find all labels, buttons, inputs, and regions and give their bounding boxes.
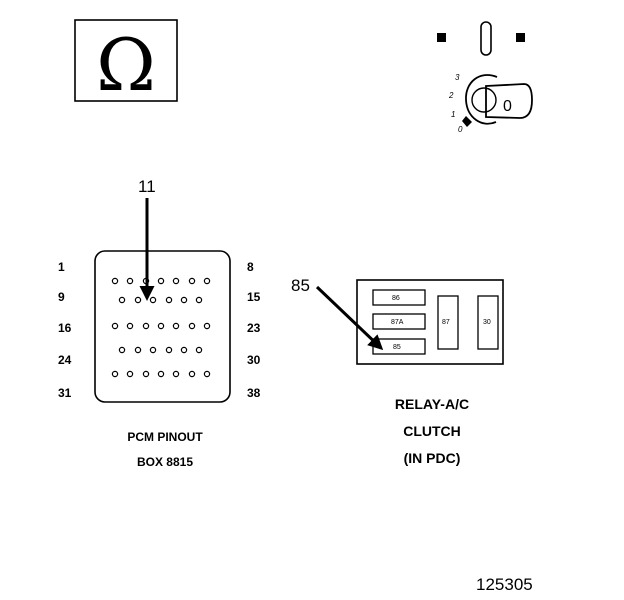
relay-terminal-85-label: 85 [393, 344, 401, 351]
pcm-connector: 11 1 9 16 24 31 8 15 23 30 38 PCM PINOUT… [58, 177, 261, 469]
pcm-pin-r2-c3 [149, 296, 157, 304]
key-position-0: 0 [458, 125, 463, 134]
pcm-pin-r5-c6 [188, 370, 196, 378]
pcm-row-label-right-2: 15 [247, 290, 261, 304]
relay-caption-line1: RELAY-A/C [395, 396, 469, 412]
pcm-row-label-right-1: 8 [247, 260, 254, 274]
ohm-icon: Ω [96, 23, 156, 107]
pcm-pin-r4-c4 [165, 346, 173, 354]
pcm-pin-callout: 11 [138, 177, 156, 196]
pcm-pin-r5-c7 [203, 370, 211, 378]
pcm-pin-r3-c5 [172, 322, 180, 330]
pcm-pin-r1-c4 [157, 277, 165, 285]
key-position-2: 2 [448, 91, 454, 100]
relay-terminal-86-label: 86 [392, 295, 400, 302]
pcm-pin-r4-c6 [195, 346, 203, 354]
pcm-row-label-right-4: 30 [247, 353, 261, 367]
key-head-icon [485, 83, 533, 119]
pcm-pin-r3-c2 [126, 322, 134, 330]
pcm-row-label-left-2: 9 [58, 290, 65, 304]
pcm-pin-r5-c1 [111, 370, 119, 378]
relay-terminal-87-label: 87 [442, 319, 450, 326]
pcm-pin-r4-c3 [149, 346, 157, 354]
pcm-pin-grid [111, 277, 211, 378]
relay-pin-callout: 85 [291, 276, 310, 295]
pcm-row-label-right-5: 38 [247, 386, 261, 400]
relay-terminal-87a-label: 87A [391, 319, 404, 326]
pcm-pin-r1-c5 [172, 277, 180, 285]
relay-terminal-30-label: 30 [483, 319, 491, 326]
pcm-pin-r3-c4 [157, 322, 165, 330]
pcm-pin-r2-c5 [180, 296, 188, 304]
key-label: 0 [503, 98, 512, 115]
relay-terminal-30 [477, 295, 499, 350]
pcm-row-label-left-4: 24 [58, 353, 72, 367]
pcm-pin-r3-c3 [142, 322, 150, 330]
pcm-pin-r3-c1 [111, 322, 119, 330]
pcm-pin-r4-c5 [180, 346, 188, 354]
relay-terminal-86 [372, 289, 426, 306]
pcm-pin-r5-c4 [157, 370, 165, 378]
pcm-caption-line1: PCM PINOUT [127, 430, 203, 444]
pcm-pin-r4-c2 [134, 346, 142, 354]
ignition-key-symbol: 0 3 2 1 0 [437, 21, 533, 134]
pcm-pin-r5-c3 [142, 370, 150, 378]
relay-terminal-87a [372, 313, 426, 330]
pcm-row-label-right-3: 23 [247, 321, 261, 335]
relay-caption-line3: (IN PDC) [404, 450, 461, 466]
key-ring-icon [465, 74, 498, 125]
pcm-row-label-left-3: 16 [58, 321, 72, 335]
pcm-pin-r3-c7 [203, 322, 211, 330]
pcm-pin-r1-c6 [188, 277, 196, 285]
pcm-row-label-left-5: 31 [58, 386, 72, 400]
pcm-pin-r1-c7 [203, 277, 211, 285]
pcm-pin-r1-c2 [126, 277, 134, 285]
relay-caption-line2: CLUTCH [403, 423, 461, 439]
pcm-caption-line2: BOX 8815 [137, 455, 193, 469]
pcm-pin-r2-c1 [118, 296, 126, 304]
pcm-pin-r4-c1 [118, 346, 126, 354]
pcm-pin-r1-c1 [111, 277, 119, 285]
relay-callout-arrow [315, 285, 384, 351]
pcm-pin-r2-c6 [195, 296, 203, 304]
relay-terminal-87 [437, 295, 459, 350]
pcm-pin-r5-c5 [172, 370, 180, 378]
key-position-1: 1 [451, 110, 455, 119]
pcm-row-label-left-1: 1 [58, 260, 65, 274]
pcm-pin-r2-c2 [134, 296, 142, 304]
pcm-pin-r2-c4 [165, 296, 173, 304]
key-position-3: 3 [455, 73, 460, 82]
pcm-pin-r3-c6 [188, 322, 196, 330]
figure-number: 125305 [476, 575, 533, 594]
relay-ac-clutch: 86 87A 85 87 30 85 RELAY-A/C CLUTCH (IN … [291, 276, 504, 466]
ohmmeter-symbol: Ω [74, 19, 178, 107]
pcm-pin-r5-c2 [126, 370, 134, 378]
